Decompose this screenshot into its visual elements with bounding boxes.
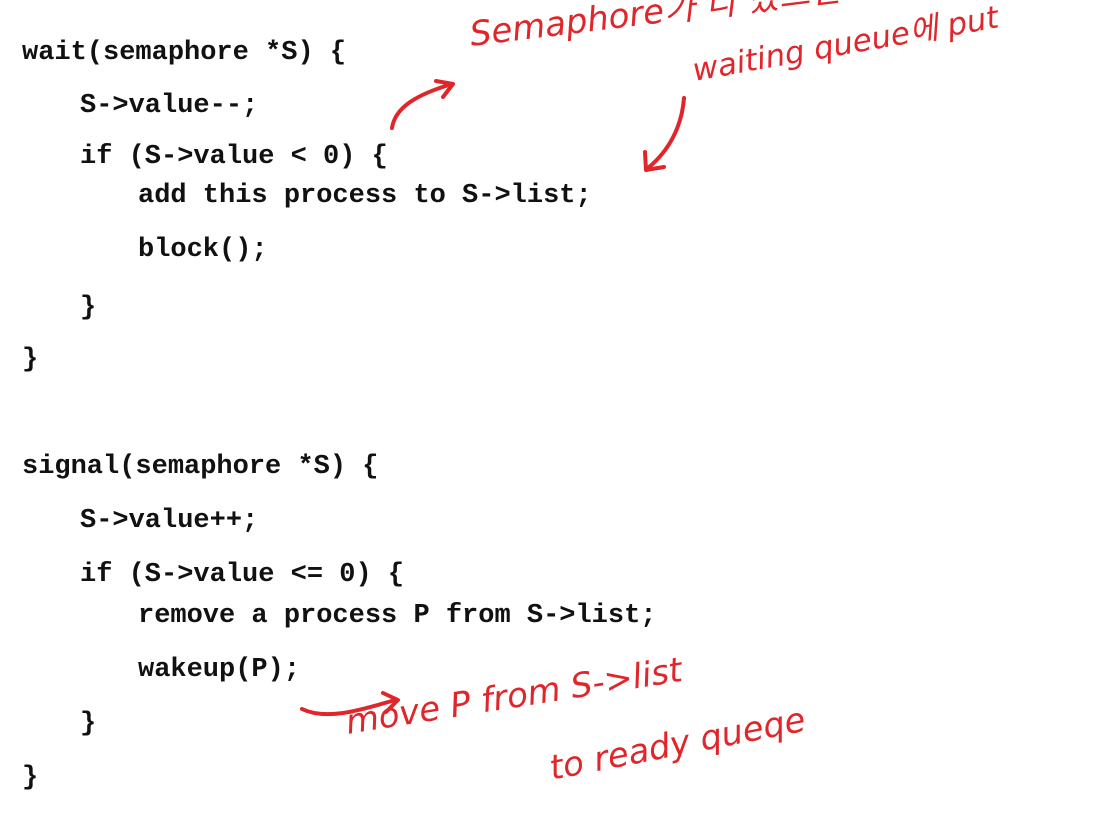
code-line-block-call: block();: [138, 235, 268, 265]
code-line-value-increment: S->value++;: [80, 506, 259, 536]
code-line-close-signal: }: [22, 763, 39, 793]
code-line-wakeup-call: wakeup(P);: [138, 655, 301, 685]
code-line-wait-header: wait(semaphore *S) {: [22, 38, 347, 68]
code-line-remove-from-list: remove a process P from S->list;: [138, 601, 657, 631]
code-line-signal-header: signal(semaphore *S) {: [22, 452, 379, 482]
code-line-value-decrement: S->value--;: [80, 91, 259, 121]
code-line-if-less-equal-zero: if (S->value <= 0) {: [80, 560, 405, 590]
code-line-close-wait: }: [22, 345, 39, 375]
code-line-close-if-signal: }: [80, 709, 97, 739]
code-line-add-to-list: add this process to S->list;: [138, 181, 592, 211]
code-line-if-less-than-zero: if (S->value < 0) {: [80, 142, 388, 172]
code-line-close-if-wait: }: [80, 293, 97, 323]
